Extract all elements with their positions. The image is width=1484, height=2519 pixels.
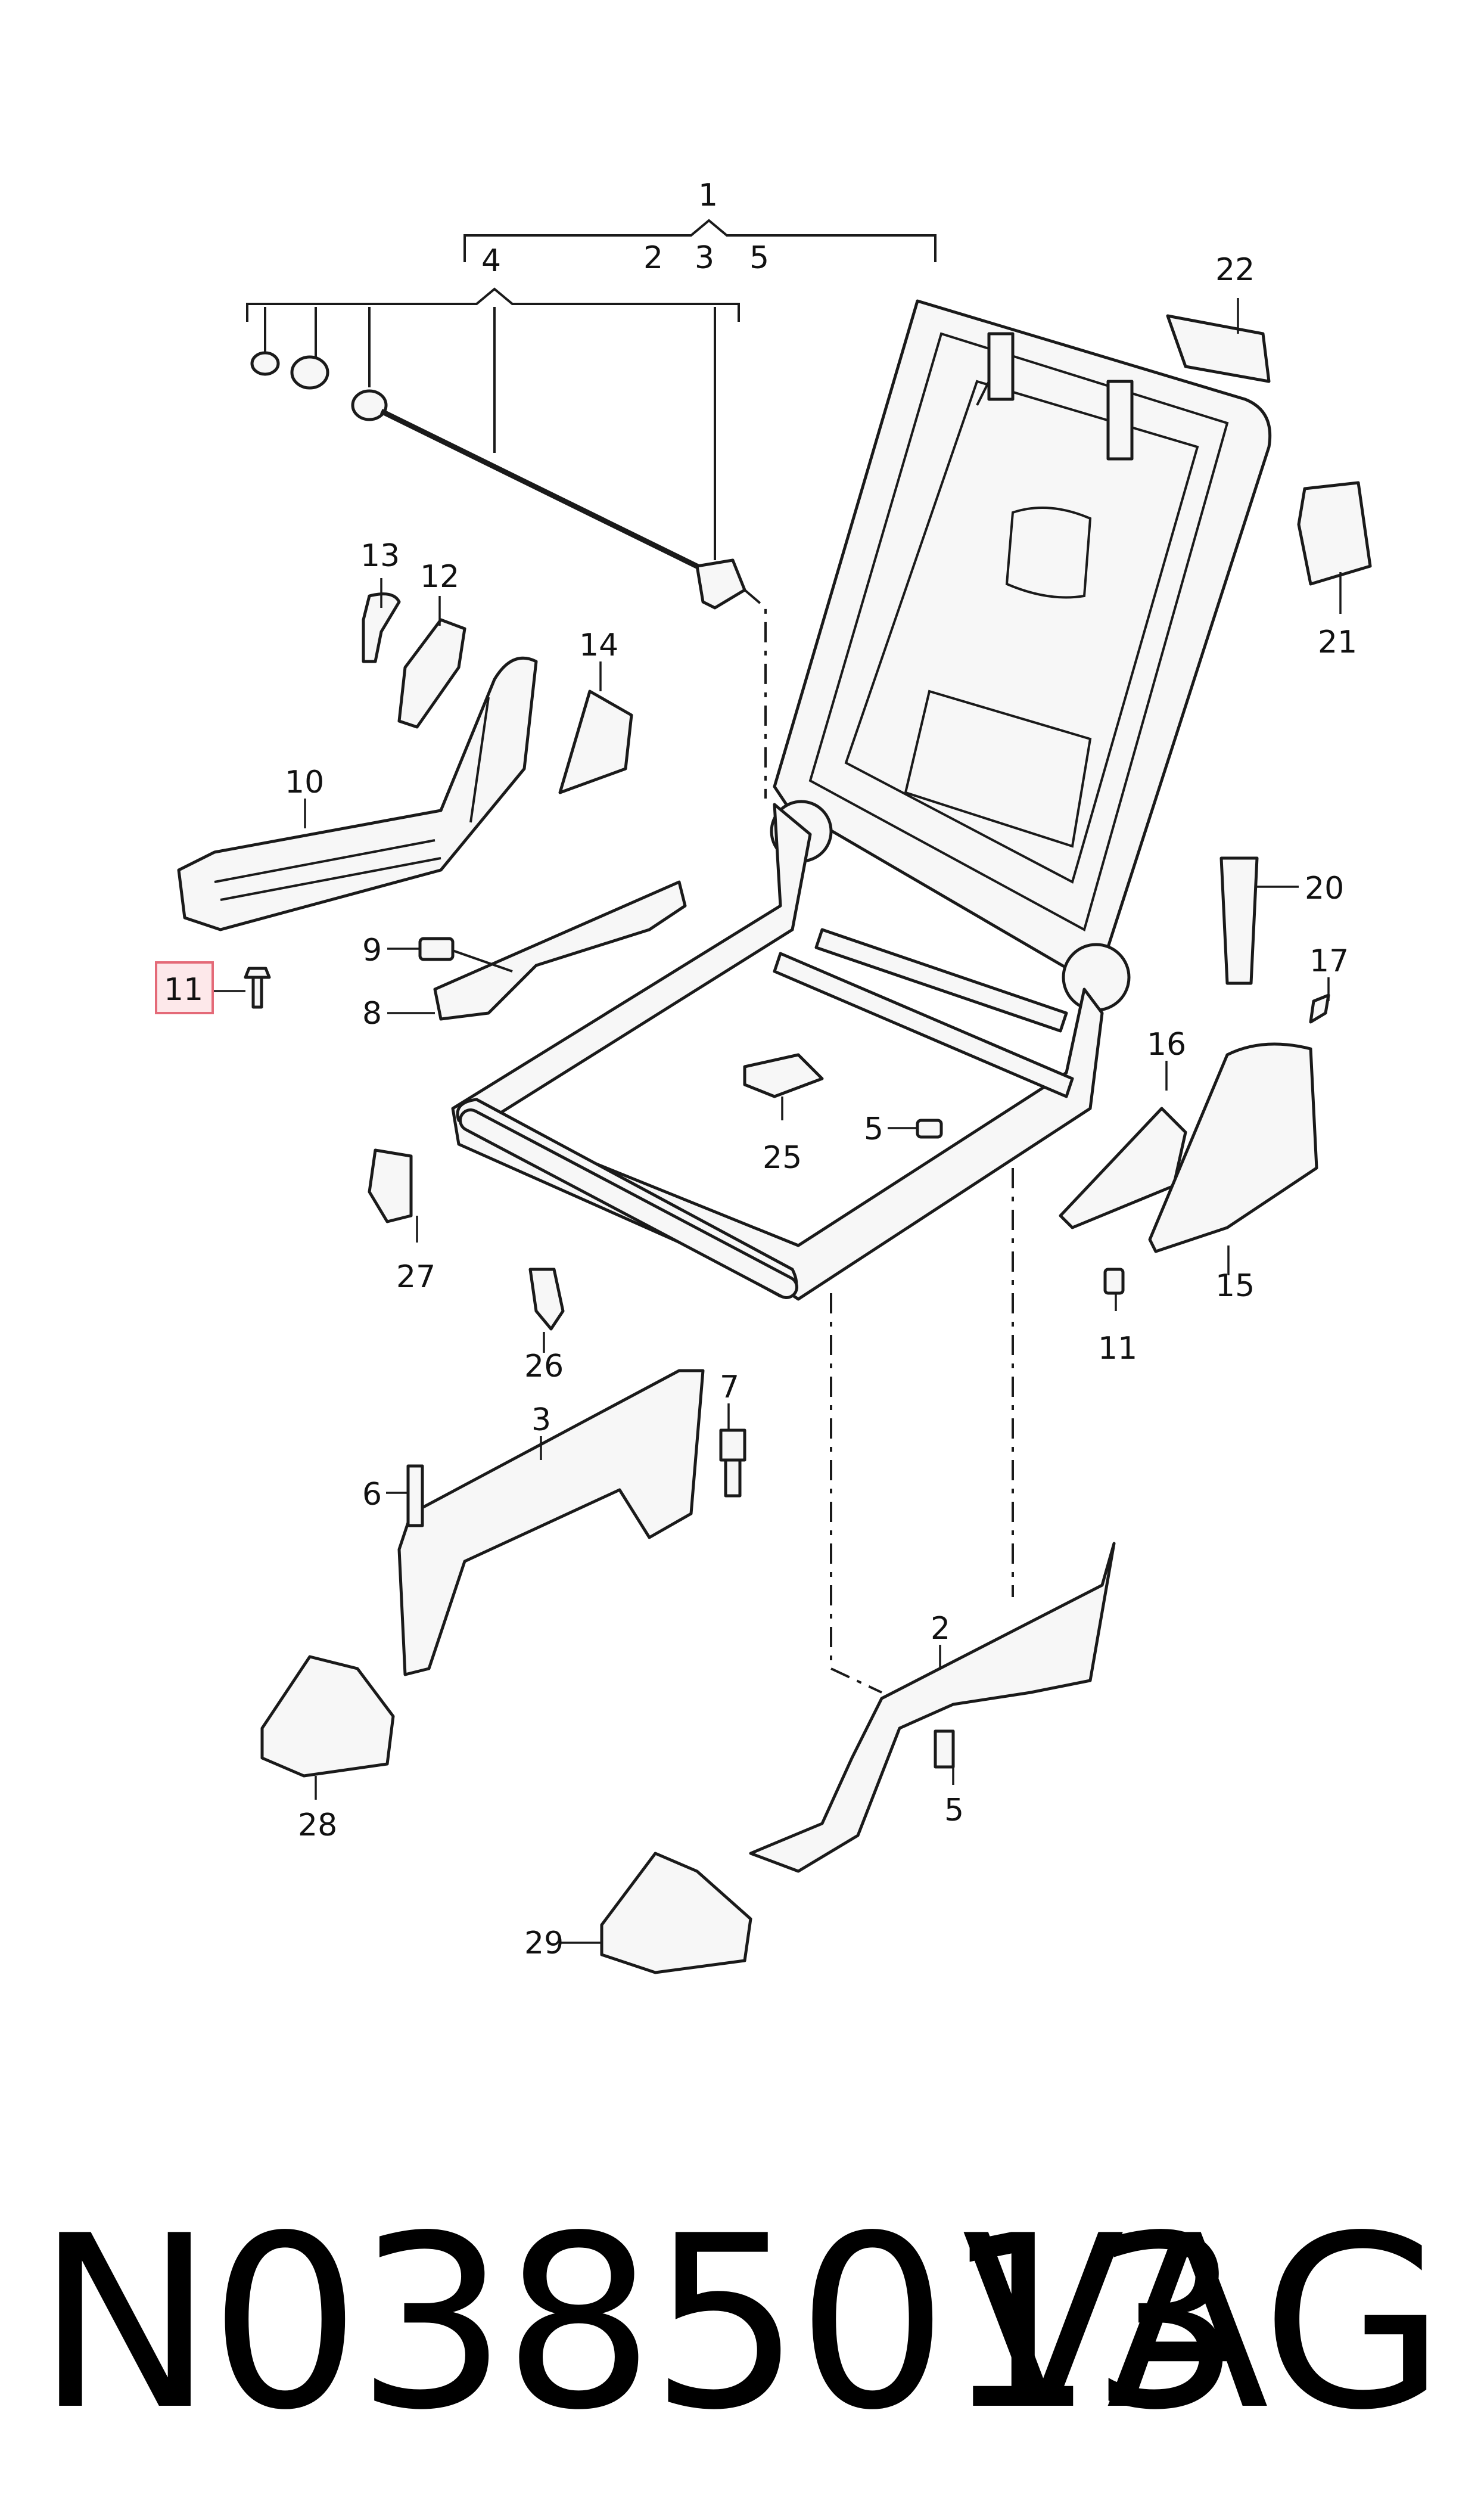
label-9: 9 <box>362 933 382 968</box>
seat-frame-exploded-diagram: 1 2 3 5 4 22 21 13 12 14 10 20 17 9 11 8… <box>155 178 1372 1974</box>
label-26: 26 <box>524 1349 564 1384</box>
seat-base-frame <box>451 803 1104 1301</box>
label-11-right: 11 <box>1098 1331 1137 1366</box>
label-29: 29 <box>524 1925 564 1961</box>
label-5-middle: 5 <box>864 1111 883 1147</box>
label-12: 12 <box>420 559 459 595</box>
label-3-top: 3 <box>695 240 714 276</box>
label-3: 3 <box>531 1402 551 1438</box>
label-5-top: 5 <box>749 240 769 276</box>
footer: N0385013 VAG <box>0 2169 1484 2479</box>
label-1: 1 <box>698 178 718 213</box>
label-27: 27 <box>396 1259 435 1295</box>
label-28: 28 <box>298 1807 337 1843</box>
label-21: 21 <box>1318 625 1357 660</box>
label-15: 15 <box>1215 1268 1255 1304</box>
label-14: 14 <box>579 628 618 663</box>
backrest-frame <box>770 299 1272 1012</box>
label-17: 17 <box>1309 943 1349 979</box>
rod-assembly <box>250 307 746 610</box>
label-2: 2 <box>931 1611 950 1647</box>
label-7: 7 <box>720 1369 739 1405</box>
label-5-bottom: 5 <box>944 1793 964 1828</box>
highlight-box-11 <box>155 961 214 1014</box>
label-16: 16 <box>1147 1027 1186 1063</box>
blocks <box>260 1655 752 1974</box>
label-8: 8 <box>362 996 382 1032</box>
leader-lines <box>211 298 1342 1944</box>
label-20: 20 <box>1305 871 1344 906</box>
label-25: 25 <box>763 1140 802 1176</box>
brand-name: VAG <box>962 2185 1446 2462</box>
bracket-2 <box>749 1542 1116 1873</box>
bracket-3 <box>397 1369 746 1676</box>
label-13: 13 <box>360 538 400 574</box>
part-number: N0385013 <box>36 2185 1242 2462</box>
label-4: 4 <box>481 243 501 279</box>
label-11-highlighted: 11 <box>164 972 203 1008</box>
bolt-11-left <box>244 967 271 1009</box>
mounting-dash-lines <box>743 589 1014 1694</box>
label-6: 6 <box>362 1477 382 1512</box>
label-2-top: 2 <box>643 240 663 276</box>
label-22: 22 <box>1215 252 1255 288</box>
top-brackets <box>246 219 937 322</box>
right-parts <box>1059 314 1372 1253</box>
label-10: 10 <box>285 765 324 800</box>
clips <box>368 1053 1125 1331</box>
callout-labels: 1 2 3 5 4 22 21 13 12 14 10 20 17 9 11 8… <box>164 178 1357 1961</box>
left-trim-parts <box>177 592 633 931</box>
